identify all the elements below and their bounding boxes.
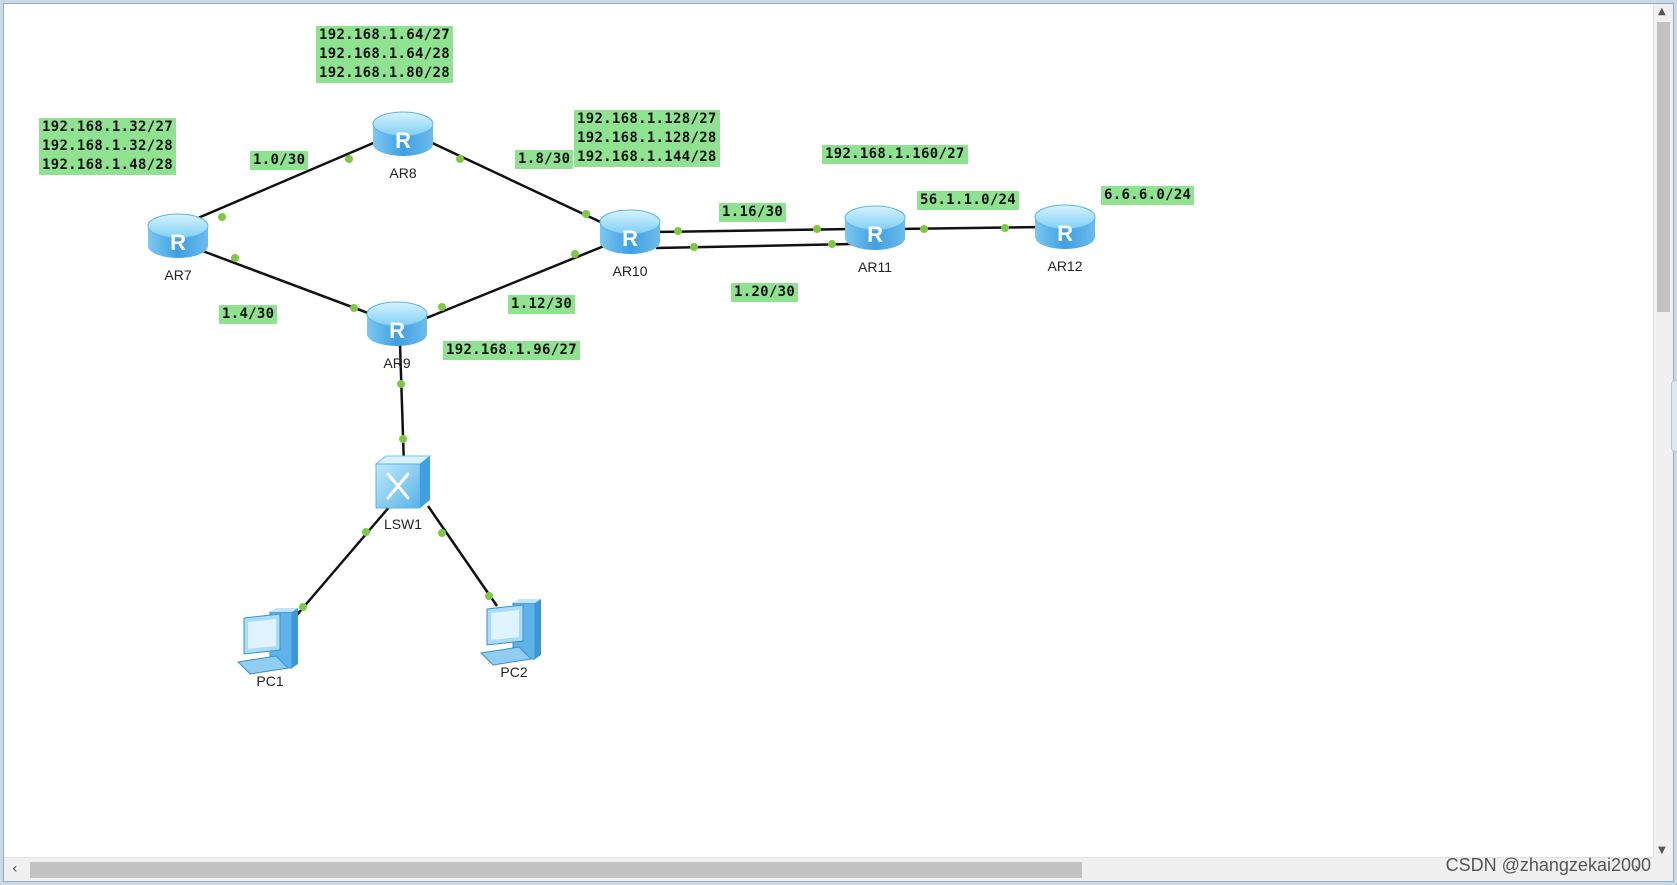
link-ar8-ar10[interactable] (427, 139, 610, 228)
device-label-ar9: AR9 (383, 355, 411, 371)
device-ar7[interactable]: R (147, 213, 209, 258)
vertical-scrollbar[interactable]: ▲ ▼ (1653, 4, 1673, 859)
scroll-up-icon[interactable]: ▲ (1658, 6, 1666, 17)
note-ar9-network[interactable]: 192.168.1.96/27 (443, 341, 580, 360)
device-label-pc1: PC1 (256, 673, 284, 689)
panel-collapse-handle[interactable] (1671, 380, 1677, 452)
device-label-ar12: AR12 (1047, 258, 1083, 274)
note-ar8-networks[interactable]: 192.168.1.64/27 192.168.1.64/28 192.168.… (316, 26, 453, 83)
link-lsw1-pc1[interactable] (295, 505, 391, 617)
link-ar10-ar11-a[interactable] (655, 227, 853, 234)
watermark: CSDN @zhangzekai2000 (1445, 855, 1651, 875)
link-ar7-ar8[interactable] (183, 139, 379, 226)
device-ar8[interactable]: R (372, 111, 434, 156)
note-ar11-network[interactable]: 192.168.1.160/27 (822, 145, 968, 164)
note-link-ar7-ar8[interactable]: 1.0/30 (250, 151, 309, 170)
horizontal-scrollbar[interactable]: ‹ › (4, 857, 1654, 881)
scrollbar-corner (1653, 857, 1673, 881)
link-ar9-lsw1[interactable] (398, 343, 406, 467)
topology-window: R R R R (3, 3, 1674, 882)
note-ar10-networks[interactable]: 192.168.1.128/27 192.168.1.128/28 192.16… (574, 110, 720, 167)
device-label-ar11: AR11 (858, 259, 892, 275)
device-label-ar10: AR10 (612, 263, 648, 279)
note-link-ar11-ar12[interactable]: 56.1.1.0/24 (917, 191, 1020, 210)
links (183, 139, 1045, 617)
scroll-left-icon[interactable]: ‹ (12, 861, 18, 877)
device-ar10[interactable]: R (599, 209, 661, 254)
link-ar11-ar12[interactable] (895, 225, 1045, 231)
device-pc2[interactable] (479, 599, 541, 666)
svg-text:R: R (395, 128, 411, 153)
note-link-ar10-ar11-b[interactable]: 1.20/30 (731, 283, 799, 302)
link-ar10-ar11-b[interactable] (655, 242, 853, 250)
horizontal-scroll-thumb[interactable] (30, 862, 1082, 878)
svg-text:R: R (622, 226, 638, 251)
device-ar12[interactable]: R (1034, 204, 1096, 249)
note-link-ar7-ar9[interactable]: 1.4/30 (219, 305, 278, 324)
note-link-ar8-ar10[interactable]: 1.8/30 (515, 150, 574, 169)
device-ar9[interactable]: R (366, 301, 428, 346)
link-ar9-ar10[interactable] (423, 242, 610, 321)
note-ar12-network[interactable]: 6.6.6.0/24 (1101, 186, 1195, 205)
note-link-ar10-ar11-a[interactable]: 1.16/30 (719, 203, 787, 222)
svg-text:R: R (1057, 221, 1073, 246)
device-ar11[interactable]: R (844, 205, 906, 250)
device-label-ar8: AR8 (389, 165, 417, 181)
device-label-lsw1: LSW1 (383, 516, 423, 532)
link-lsw1-pc2[interactable] (426, 505, 499, 607)
vertical-scroll-thumb[interactable] (1657, 22, 1670, 312)
topology-diagram: R R R R (147, 111, 1096, 675)
note-link-ar9-ar10[interactable]: 1.12/30 (508, 295, 576, 314)
note-ar7-networks[interactable]: 192.168.1.32/27 192.168.1.32/28 192.168.… (39, 118, 176, 175)
device-lsw1[interactable] (374, 455, 432, 509)
svg-text:R: R (389, 318, 405, 343)
scroll-down-icon[interactable]: ▼ (1658, 845, 1666, 856)
topology-canvas[interactable]: R R R R (4, 4, 1654, 859)
svg-text:R: R (867, 222, 883, 247)
svg-text:R: R (170, 230, 186, 255)
scroll-right-icon[interactable]: › (1634, 861, 1640, 877)
device-label-ar7: AR7 (164, 267, 192, 283)
device-pc1[interactable] (236, 608, 298, 675)
port-dots (218, 155, 1009, 611)
device-label-pc2: PC2 (500, 664, 528, 680)
